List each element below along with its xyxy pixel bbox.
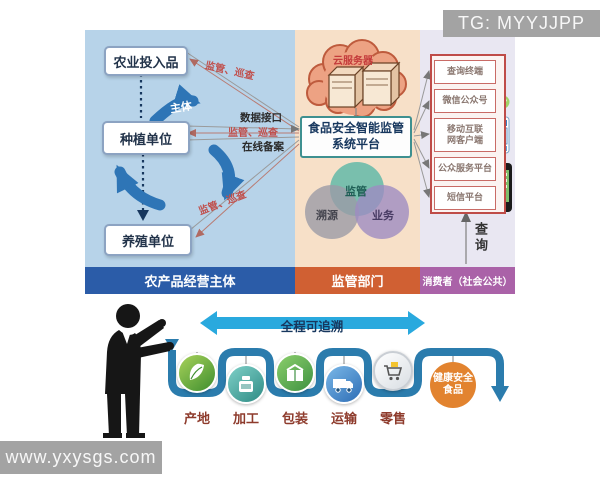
- processing-icon: [239, 376, 253, 392]
- channel-wechat-label: 微信公众号: [442, 95, 488, 106]
- cycle-label: 主体: [169, 100, 193, 116]
- trace-arrow-label: 全程可追溯: [280, 320, 344, 334]
- transport-icon: [333, 379, 353, 393]
- query-label: 查询: [473, 222, 488, 254]
- cloud-label: 云服务器: [333, 56, 373, 67]
- station-label-processing: 加工: [232, 411, 259, 426]
- regulator-bar: 监管部门: [295, 267, 420, 294]
- producers-bar-label: 农产品经营主体: [144, 274, 236, 289]
- producer-box-planting-label: 种植单位: [119, 131, 172, 147]
- channel-wechat: 微信公众号: [434, 89, 496, 113]
- trace-path-end-arrow: [491, 386, 509, 402]
- producer-box-breeding: 养殖单位: [104, 224, 192, 256]
- channel-terminal: 查询终端: [434, 60, 496, 84]
- station-processing: [226, 364, 266, 404]
- station-label-packaging: 包装: [281, 411, 308, 426]
- result-badge-label: 健康安全食品: [433, 372, 473, 397]
- query-arrowhead: [461, 211, 471, 222]
- channel-sms-label: 短信平台: [446, 192, 483, 203]
- supervision-label-2: 监管、巡查: [228, 128, 278, 139]
- producers-bar: 农产品经营主体: [85, 267, 295, 294]
- station-label-transport: 运输: [330, 411, 357, 426]
- platform-label: 食品安全智能监管系统平台: [307, 121, 404, 151]
- result-badge: 健康安全食品: [430, 362, 476, 408]
- station-produce: [177, 353, 217, 393]
- businessman-silhouette: [103, 304, 174, 438]
- venn-circles: [305, 162, 409, 239]
- watermark-text: www.yxysgs.com: [5, 447, 157, 467]
- platform-link-lines: [185, 51, 300, 238]
- server-icons: [327, 61, 401, 109]
- consumers-bar-label: 消费者（社会公共）: [422, 277, 513, 288]
- channel-terminal-label: 查询终端: [446, 66, 483, 77]
- channel-public-service-label: 公众服务平台: [437, 163, 492, 174]
- channel-fan-lines: [413, 70, 431, 198]
- regulator-bar-label: 监管部门: [331, 274, 384, 289]
- producer-box-inputs-label: 农业投入品: [113, 54, 179, 70]
- trace-arrow: [200, 311, 425, 335]
- venn-label-business: 业务: [372, 210, 394, 222]
- station-packaging: [275, 353, 315, 393]
- platform-box: 食品安全智能监管系统平台: [300, 116, 412, 158]
- channel-sms: 短信平台: [434, 186, 496, 210]
- channel-mobile-client: 移动互联网客户端: [434, 118, 496, 152]
- channel-mobile-client-label: 移动互联网客户端: [446, 123, 483, 145]
- cycle-arrows: [114, 84, 245, 211]
- station-label-produce: 产地: [183, 411, 210, 426]
- station-label-retail: 零售: [379, 411, 406, 426]
- tg-banner: TG: MYYJJPP: [443, 10, 600, 37]
- producer-box-planting: 种植单位: [102, 121, 190, 155]
- chain-arrowhead: [137, 210, 149, 221]
- station-retail: [373, 351, 413, 391]
- venn-label-trace: 溯源: [316, 210, 338, 222]
- tg-banner-text: TG: MYYJJPP: [457, 13, 585, 33]
- retail-icon: [384, 362, 403, 381]
- packaging-icon: [286, 363, 304, 381]
- watermark-banner: www.yxysgs.com: [0, 441, 162, 474]
- producer-box-inputs: 农业投入品: [104, 46, 188, 76]
- consumers-bar: 消费者（社会公共）: [420, 267, 515, 294]
- channel-public-service: 公众服务平台: [434, 157, 496, 181]
- producer-box-breeding-label: 养殖单位: [121, 233, 174, 249]
- data-interface-label: 数据接口: [240, 112, 282, 124]
- station-transport: [324, 364, 364, 404]
- venn-label-supervision: 监管: [345, 186, 367, 198]
- online-record-label: 在线备案: [242, 141, 284, 153]
- produce-icon: [189, 363, 204, 380]
- trace-path: [168, 348, 504, 397]
